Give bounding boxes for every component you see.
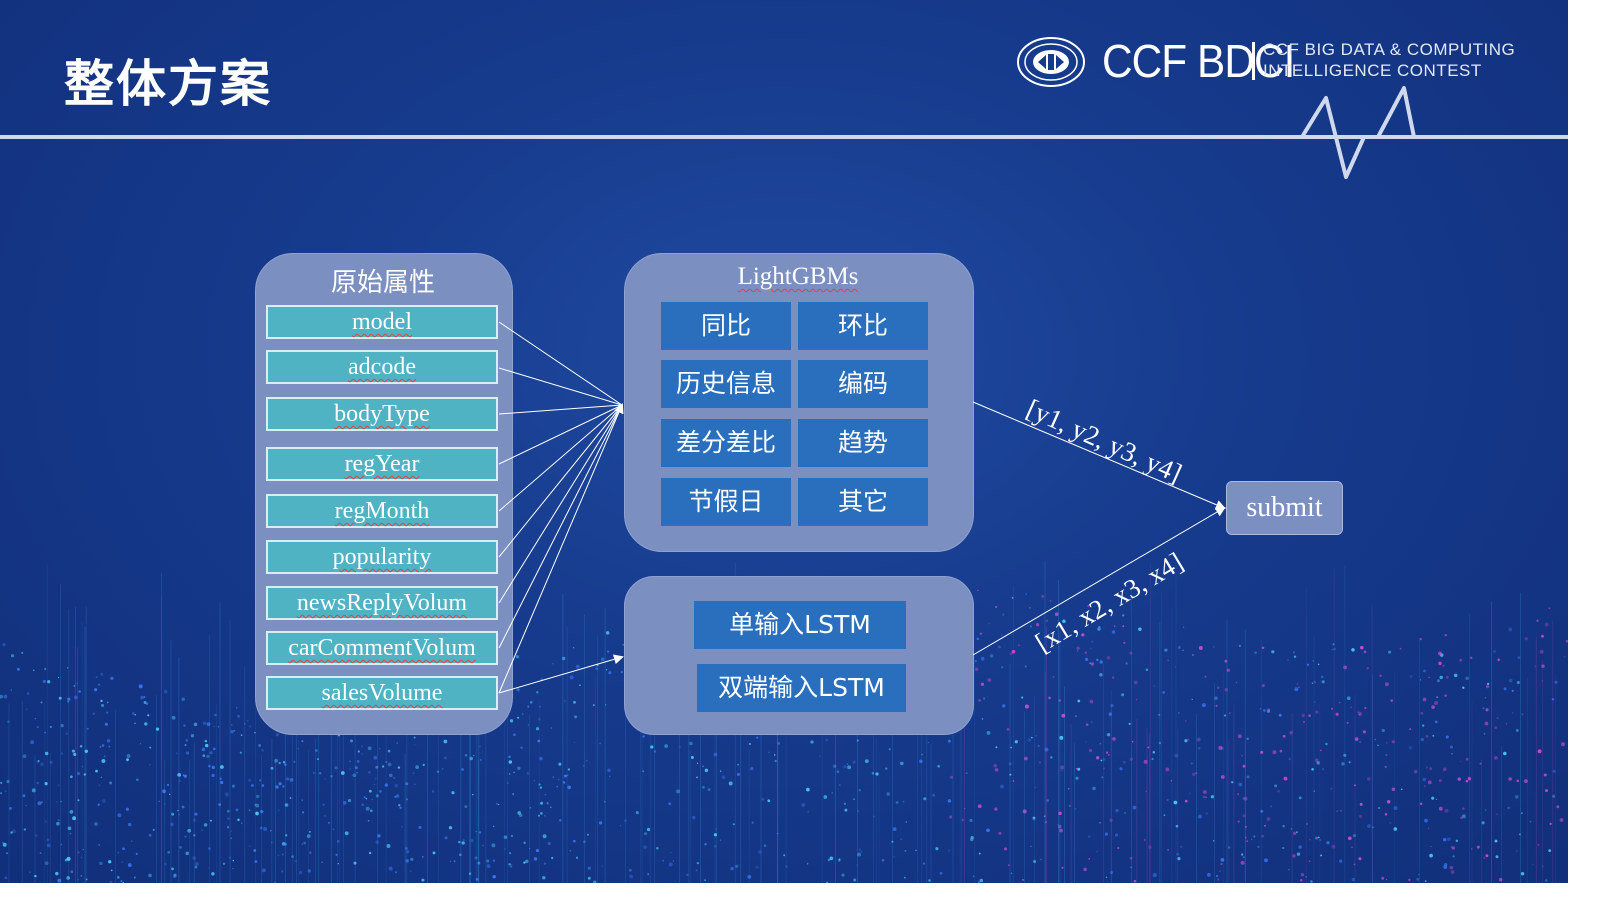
feature-yoy: 同比 (661, 302, 791, 350)
feature-history: 历史信息 (661, 360, 791, 408)
submit-box: submit (1226, 481, 1343, 535)
contest-tagline-line2: INTELLIGENCE CONTEST (1263, 61, 1482, 80)
connector-salesvolume-lstm (498, 654, 624, 694)
attribute-bodytype: bodyType (266, 397, 498, 431)
connector-bodytype (498, 404, 623, 415)
connector-lgbm-submit (972, 401, 1226, 510)
feature-mom: 环比 (798, 302, 928, 350)
lightgbm-title: LightGBMs (737, 263, 859, 290)
feature-trend: 趋势 (798, 419, 928, 467)
slide: 整体方案 CCF BDCI CCF BIG DATA & COMPUTING I… (0, 0, 1568, 883)
connector-salesvolume-lgbm (498, 403, 624, 694)
connector-adcode (498, 367, 623, 406)
attribute-newsreplyvolum: newsReplyVolum (266, 586, 498, 620)
lstm-single-input: 单输入LSTM (694, 601, 906, 649)
connector-carcommentvolum (498, 404, 623, 649)
feature-holiday: 节假日 (661, 478, 791, 526)
connector-model (498, 321, 623, 406)
attribute-salesvolume: salesVolume (266, 676, 498, 710)
lstm-dual-input: 双端输入LSTM (697, 664, 906, 712)
ccf-emblem-icon (1017, 37, 1085, 87)
feature-encoding: 编码 (798, 360, 928, 408)
attribute-popularity: popularity (266, 540, 498, 574)
logo-separator (1252, 42, 1255, 80)
connector-regyear (498, 404, 623, 465)
feature-diff: 差分差比 (661, 419, 791, 467)
page-title: 整体方案 (64, 55, 272, 113)
attribute-regmonth: regMonth (266, 494, 498, 528)
heartbeat-line-icon (1290, 86, 1568, 179)
ccf-bdci-wordmark: CCF BDCI (1102, 35, 1295, 87)
contest-tagline-line1: CCF BIG DATA & COMPUTING (1263, 40, 1516, 59)
connector-lines (498, 321, 1226, 694)
feature-other: 其它 (798, 478, 928, 526)
connector-popularity (498, 404, 623, 558)
header-divider (0, 135, 1568, 139)
raw-attributes-title: 原始属性 (330, 268, 435, 298)
attribute-carcommentvolum: carCommentVolum (266, 631, 498, 665)
connector-regmonth (498, 404, 623, 512)
connector-newsreplyvolum (498, 404, 623, 604)
attribute-regyear: regYear (266, 447, 498, 481)
attribute-adcode: adcode (266, 350, 498, 384)
connector-lstm-submit (972, 506, 1226, 656)
attribute-model: model (266, 305, 498, 339)
